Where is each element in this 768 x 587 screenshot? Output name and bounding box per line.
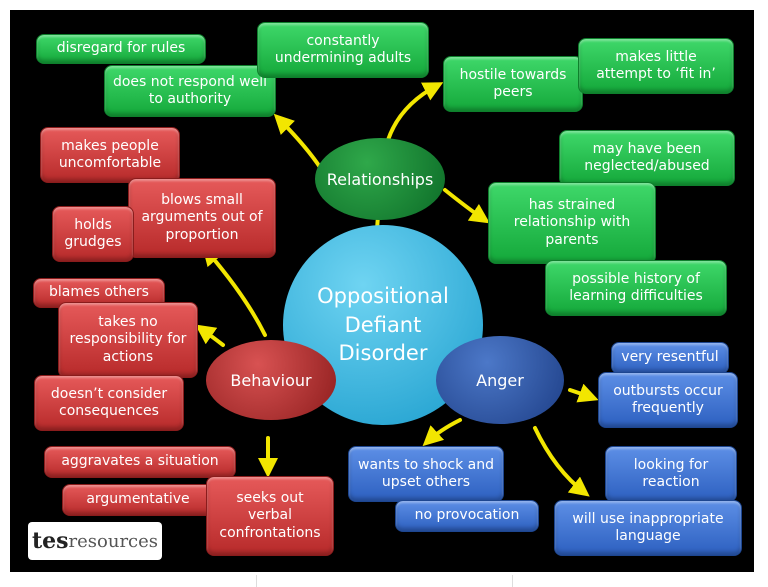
- node-seeks-out-verbal: seeks out verbal confrontations: [206, 476, 334, 556]
- node-takes-no-responsibility: takes no responsibility for actions: [58, 302, 198, 378]
- node-text: constantly undermining adults: [274, 32, 412, 67]
- node-text: makes little attempt to ‘fit in’: [596, 48, 716, 83]
- arrow-anger-shock: [422, 418, 462, 447]
- node-outbursts: outbursts occur frequently: [598, 372, 738, 428]
- node-text: no provocation: [414, 507, 520, 524]
- node-text: aggravates a situation: [61, 453, 219, 470]
- node-no-provocation: no provocation: [395, 500, 539, 532]
- center-line-3: Disorder: [338, 341, 428, 366]
- node-text: will use inappropriate language: [572, 510, 724, 545]
- node-text: argumentative: [86, 491, 190, 508]
- node-text: doesn’t consider consequences: [50, 385, 168, 420]
- bottom-divider-2: [512, 575, 513, 587]
- arrow-relationships-parents: [443, 188, 490, 224]
- arrow-behaviour-responsibility: [195, 324, 225, 347]
- node-text: outbursts occur frequently: [613, 382, 723, 417]
- center-line-1: Oppositional: [317, 284, 449, 309]
- node-looking-for-reaction: looking for reaction: [605, 446, 737, 502]
- node-argumentative: argumentative: [62, 484, 214, 516]
- node-aggravates-situation: aggravates a situation: [44, 446, 236, 478]
- relationships-node: Relationships: [315, 138, 445, 220]
- node-text: blows small arguments out of proportion: [141, 191, 263, 243]
- node-does-not-respond: does not respond well to authority: [104, 65, 276, 117]
- center-line-2: Defiant: [344, 312, 422, 337]
- node-very-resentful: very resentful: [611, 342, 729, 374]
- node-doesnt-consider: doesn’t consider consequences: [34, 375, 184, 431]
- node-text: blames others: [49, 284, 149, 301]
- node-disregard-for-rules: disregard for rules: [36, 34, 206, 64]
- arrow-relationships-peers: [386, 82, 444, 142]
- node-constantly-undermining: constantly undermining adults: [257, 22, 429, 78]
- arrow-anger-outbursts: [568, 383, 599, 403]
- anger-node: Anger: [436, 336, 564, 424]
- node-makes-people-uncomfortable: makes people uncomfortable: [40, 127, 180, 183]
- node-text: looking for reaction: [633, 456, 709, 491]
- anger-label: Anger: [476, 370, 524, 390]
- bottom-strip: [0, 572, 768, 587]
- node-wants-to-shock: wants to shock and upset others: [348, 446, 504, 502]
- arrow-anger-language: [533, 426, 590, 497]
- bottom-divider-1: [256, 575, 257, 587]
- logo-resources-text: resources: [68, 530, 159, 552]
- node-text: disregard for rules: [56, 40, 186, 57]
- node-holds-grudges: holds grudges: [52, 206, 134, 262]
- node-learning-difficulties: possible history of learning difficultie…: [545, 260, 727, 316]
- behaviour-node: Behaviour: [206, 340, 336, 420]
- node-text: very resentful: [621, 349, 719, 366]
- node-text: seeks out verbal confrontations: [219, 489, 321, 541]
- behaviour-label: Behaviour: [230, 370, 312, 390]
- node-text: makes people uncomfortable: [58, 137, 162, 172]
- node-text: may have been neglected/abused: [584, 140, 710, 175]
- node-hostile-towards-peers: hostile towards peers: [443, 56, 583, 112]
- node-text: has strained relationship with parents: [513, 196, 631, 248]
- node-text: does not respond well to authority: [112, 73, 268, 108]
- node-may-have-been-neglected: may have been neglected/abused: [559, 130, 735, 186]
- node-text: hostile towards peers: [459, 66, 567, 101]
- node-blows-small-arguments: blows small arguments out of proportion: [128, 178, 276, 258]
- node-text: holds grudges: [64, 216, 122, 251]
- node-text: wants to shock and upset others: [358, 456, 494, 491]
- logo-tes-text: tes: [31, 528, 69, 554]
- node-inappropriate-language: will use inappropriate language: [554, 500, 742, 556]
- node-strained-relationship: has strained relationship with parents: [488, 182, 656, 264]
- node-text: possible history of learning difficultie…: [569, 270, 703, 305]
- mind-map-canvas: Oppositional Defiant Disorder Relationsh…: [10, 10, 754, 572]
- arrow-behaviour-proportion: [202, 245, 267, 337]
- node-text: takes no responsibility for actions: [69, 313, 187, 365]
- relationships-label: Relationships: [326, 169, 434, 189]
- node-makes-little-attempt: makes little attempt to ‘fit in’: [578, 38, 734, 94]
